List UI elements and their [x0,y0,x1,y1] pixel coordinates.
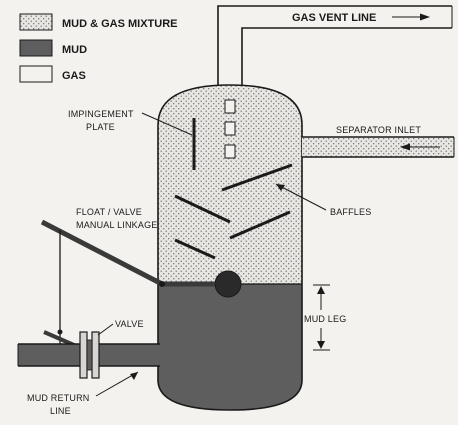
impingement-plate-leader [141,112,193,136]
separator-inlet-label: SEPARATOR INLET [336,125,421,135]
float-ball [214,270,242,298]
mud-leg-dimension [313,284,330,351]
vent-pipe-internal [224,99,236,159]
valve [79,331,100,379]
legend-swatch-mixture [19,13,53,31]
float-valve-label-line2: MANUAL LINKAGE [76,220,158,230]
legend-swatch-gas [19,65,53,83]
legend-label-mud: MUD [62,44,87,56]
mud-return-label-line2: LINE [50,406,71,416]
baffles-label: BAFFLES [330,207,371,217]
baffles-leader [275,183,327,211]
float-valve-label-line1: FLOAT / VALVE [76,207,142,217]
mud-zone [158,284,302,410]
mud-return-label-line1: MUD RETURN [27,393,90,403]
gas-vent-line-label: GAS VENT LINE [292,12,376,24]
gas-vent-line [217,5,453,88]
legend-swatch-mud [19,39,53,57]
valve-leader [97,323,114,336]
gas-flow-arrow [392,13,430,21]
separator-inlet-pipe [302,136,455,158]
inlet-flow-arrow [400,143,440,151]
mud-leg-label: MUD LEG [304,314,346,324]
valve-label: VALVE [115,319,144,329]
impingement-plate-label-line1: IMPINGEMENT [68,109,134,119]
legend-label-mixture: MUD & GAS MIXTURE [62,18,178,30]
baffles [174,163,293,260]
mud-return-leader [95,371,139,397]
legend-label-gas: GAS [62,70,86,82]
float-valve-linkage [40,219,215,354]
legend: MUD & GAS MIXTURE MUD GAS [19,13,178,83]
impingement-plate-label-line2: PLATE [86,122,115,132]
